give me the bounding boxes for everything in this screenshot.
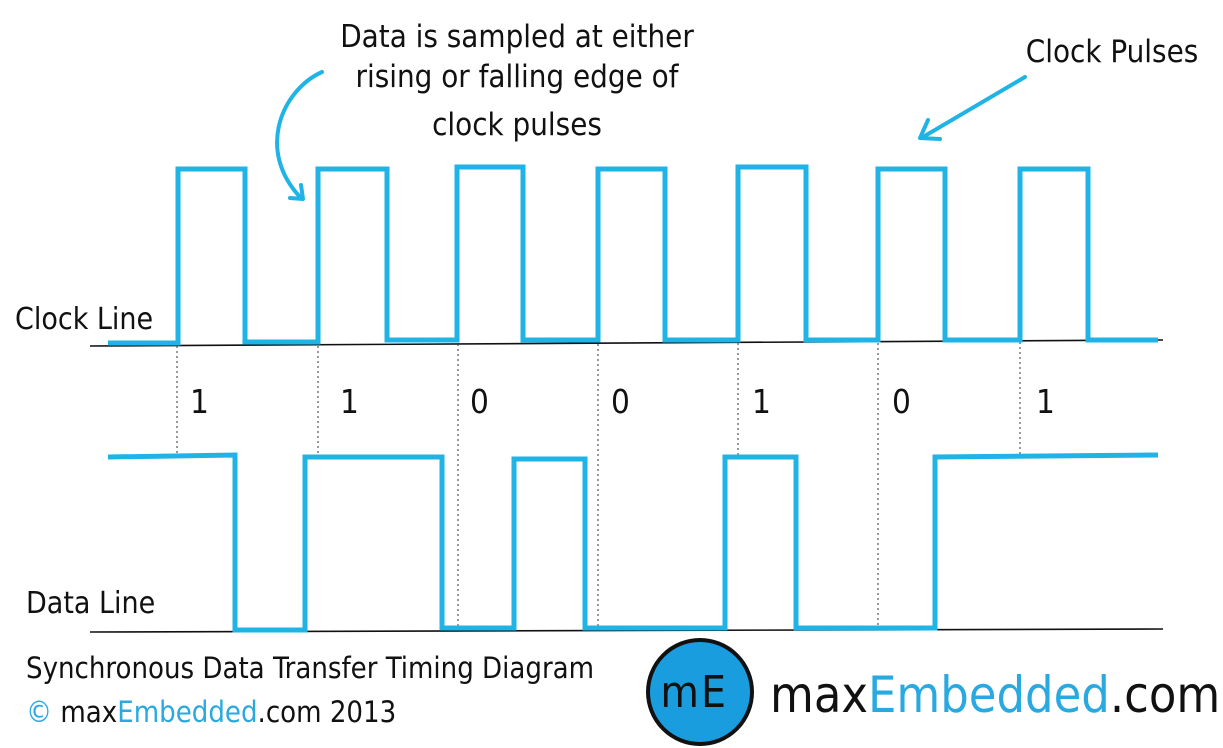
bit-5: 1 bbox=[752, 382, 771, 421]
annotation-line-3: clock pulses bbox=[432, 107, 602, 143]
brand-accent: Embedded bbox=[868, 666, 1110, 724]
copyright-pre: max bbox=[52, 695, 117, 729]
logo-letter-e: E bbox=[701, 667, 726, 718]
bit-values: 1 1 0 0 1 0 1 bbox=[190, 382, 1055, 421]
bit-4: 0 bbox=[611, 382, 630, 421]
bit-6: 0 bbox=[892, 382, 911, 421]
clock-pulses-arrow-shaft bbox=[921, 75, 1027, 139]
brand-wordmark: maxEmbedded.com bbox=[770, 666, 1220, 724]
clock-signal bbox=[108, 164, 1158, 346]
sampling-guides bbox=[176, 342, 1021, 630]
annotation-arrow-head-icon bbox=[288, 183, 305, 201]
diagram-caption: Synchronous Data Transfer Timing Diagram bbox=[26, 651, 594, 685]
copyright-symbol: © bbox=[26, 695, 52, 729]
clock-pulses-arrow-head-icon bbox=[918, 118, 942, 141]
brand-pre: max bbox=[770, 666, 868, 724]
logo-circle bbox=[646, 638, 754, 746]
bit-1: 1 bbox=[190, 382, 209, 421]
copyright-post: .com 2013 bbox=[258, 695, 397, 729]
bit-2: 1 bbox=[340, 382, 359, 421]
clock-pulses-label: Clock Pulses bbox=[1026, 34, 1199, 70]
sampling-annotation: Data is sampled at either rising or fall… bbox=[340, 19, 694, 143]
logo-letter-m: m bbox=[660, 667, 699, 718]
data-signal bbox=[107, 452, 1159, 633]
annotation-line-2: rising or falling edge of bbox=[356, 59, 680, 95]
copyright-accent: Embedded bbox=[117, 695, 257, 729]
copyright-line: © maxEmbedded.com 2013 bbox=[26, 695, 396, 729]
max-embedded-logo: m E maxEmbedded.com bbox=[646, 638, 1220, 746]
clock-line-label: Clock Line bbox=[15, 302, 153, 337]
annotation-line-1: Data is sampled at either bbox=[340, 19, 694, 55]
bit-3: 0 bbox=[470, 382, 489, 421]
annotation-arrow-curve bbox=[275, 70, 324, 199]
brand-post: .com bbox=[1110, 666, 1220, 724]
bit-7: 1 bbox=[1036, 382, 1055, 421]
data-line-label: Data Line bbox=[26, 586, 155, 621]
